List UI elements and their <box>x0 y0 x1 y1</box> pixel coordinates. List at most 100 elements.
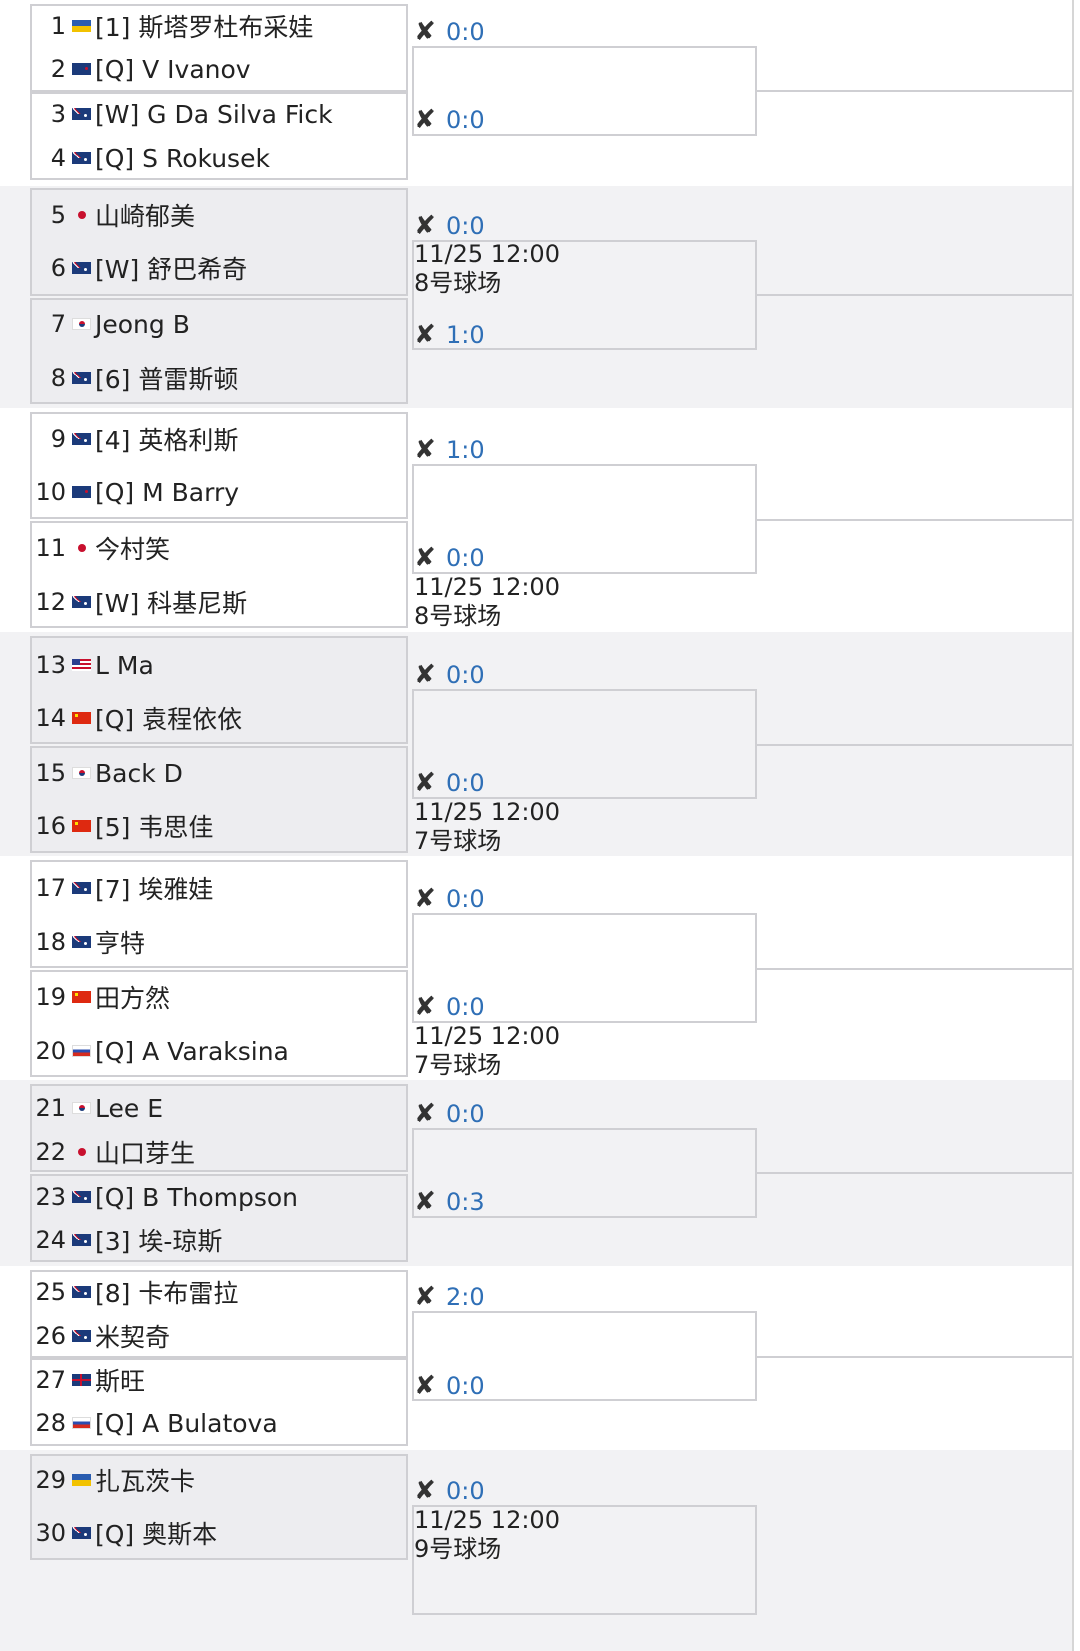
player-name[interactable]: [7] 埃雅娃 <box>95 875 214 904</box>
score-value[interactable]: 0:0 <box>446 1372 485 1400</box>
score-value[interactable]: 0:0 <box>446 1100 485 1128</box>
player-row[interactable]: 8[6] 普雷斯顿 <box>32 358 406 398</box>
score-value[interactable]: 0:3 <box>446 1188 485 1216</box>
player-name[interactable]: [Q] A Varaksina <box>95 1036 289 1066</box>
player-row[interactable]: 1[1] 斯塔罗杜布采娃 <box>32 6 406 46</box>
player-row[interactable]: 10[Q] M Barry <box>32 472 406 512</box>
match-score[interactable]: ✘0:0 <box>414 660 485 690</box>
player-row[interactable]: 16[5] 韦思佳 <box>32 806 406 846</box>
player-name[interactable]: [1] 斯塔罗杜布采娃 <box>95 13 314 42</box>
player-row[interactable]: 30[Q] 奥斯本 <box>32 1513 406 1553</box>
player-name[interactable]: 今村笑 <box>95 535 171 564</box>
player-name[interactable]: 斯旺 <box>95 1367 146 1396</box>
player-row[interactable]: 6[W] 舒巴希奇 <box>32 248 406 288</box>
player-name[interactable]: 田方然 <box>95 984 171 1013</box>
match-score[interactable]: ✘0:3 <box>414 1187 485 1217</box>
score-value[interactable]: 0:0 <box>446 18 485 46</box>
player-name[interactable]: [Q] B Thompson <box>95 1182 299 1212</box>
player-name[interactable]: [3] 埃-琼斯 <box>95 1227 223 1256</box>
match-score[interactable]: ✘0:0 <box>414 1099 485 1129</box>
match-box[interactable]: 9[4] 英格利斯 10[Q] M Barry <box>30 412 408 519</box>
match-score[interactable]: ✘0:0 <box>414 884 485 914</box>
score-value[interactable]: 0:0 <box>446 212 485 240</box>
player-name[interactable]: [Q] V Ivanov <box>95 54 251 84</box>
player-name[interactable]: [Q] 奥斯本 <box>95 1520 218 1549</box>
score-value[interactable]: 2:0 <box>446 1283 485 1311</box>
player-row[interactable]: 2[Q] V Ivanov <box>32 49 406 89</box>
match-score[interactable]: ✘1:0 <box>414 320 485 350</box>
player-name[interactable]: 山崎郁美 <box>95 202 196 231</box>
match-score[interactable]: ✘0:0 <box>414 768 485 798</box>
player-name[interactable]: Back D <box>95 758 183 788</box>
player-name[interactable]: Lee E <box>95 1093 163 1123</box>
score-value[interactable]: 0:0 <box>446 106 485 134</box>
player-row[interactable]: 3[W] G Da Silva Fick <box>32 94 406 134</box>
player-name[interactable]: [4] 英格利斯 <box>95 426 239 455</box>
match-score[interactable]: ✘1:0 <box>414 435 485 465</box>
player-name[interactable]: [6] 普雷斯顿 <box>95 365 239 394</box>
match-score[interactable]: ✘0:0 <box>414 992 485 1022</box>
score-value[interactable]: 0:0 <box>446 544 485 572</box>
player-name[interactable]: 亨特 <box>95 929 146 958</box>
match-score[interactable]: ✘0:0 <box>414 1371 485 1401</box>
player-row[interactable]: 24[3] 埃-琼斯 <box>32 1220 406 1260</box>
player-name[interactable]: 山口芽生 <box>95 1139 196 1168</box>
player-name[interactable]: L Ma <box>95 650 154 680</box>
score-value[interactable]: 1:0 <box>446 436 485 464</box>
match-score[interactable]: ✘2:0 <box>414 1282 485 1312</box>
player-row[interactable]: 12[W] 科基尼斯 <box>32 582 406 622</box>
player-row[interactable]: 20[Q] A Varaksina <box>32 1031 406 1071</box>
player-row[interactable]: 23[Q] B Thompson <box>32 1177 406 1217</box>
match-score[interactable]: ✘0:0 <box>414 105 485 135</box>
player-row[interactable]: 25[8] 卡布雷拉 <box>32 1272 406 1312</box>
player-name[interactable]: [Q] S Rokusek <box>95 143 270 173</box>
player-name[interactable]: [8] 卡布雷拉 <box>95 1279 239 1308</box>
player-row[interactable]: 17[7] 埃雅娃 <box>32 868 406 908</box>
player-name[interactable]: 米契奇 <box>95 1323 171 1352</box>
player-name[interactable]: [Q] 袁程依依 <box>95 705 243 734</box>
player-row[interactable]: 9[4] 英格利斯 <box>32 419 406 459</box>
player-row[interactable]: 28[Q] A Bulatova <box>32 1403 406 1443</box>
score-value[interactable]: 0:0 <box>446 1477 485 1505</box>
match-score[interactable]: ✘0:0 <box>414 211 485 241</box>
score-value[interactable]: 0:0 <box>446 993 485 1021</box>
player-name[interactable]: [W] 科基尼斯 <box>95 589 248 618</box>
player-row[interactable]: 14[Q] 袁程依依 <box>32 698 406 738</box>
player-name[interactable]: [5] 韦思佳 <box>95 813 214 842</box>
player-row[interactable]: 4[Q] S Rokusek <box>32 138 406 178</box>
player-name[interactable]: [Q] A Bulatova <box>95 1408 278 1438</box>
score-value[interactable]: 1:0 <box>446 321 485 349</box>
player-name[interactable]: [W] 舒巴希奇 <box>95 255 248 284</box>
match-score[interactable]: ✘0:0 <box>414 1476 485 1506</box>
score-value[interactable]: 0:0 <box>446 661 485 689</box>
player-name[interactable]: [Q] M Barry <box>95 477 240 507</box>
player-name[interactable]: Jeong B <box>95 309 190 339</box>
match-score[interactable]: ✘0:0 <box>414 543 485 573</box>
player-name[interactable]: 扎瓦茨卡 <box>95 1467 196 1496</box>
score-value[interactable]: 0:0 <box>446 885 485 913</box>
player-name[interactable]: [W] G Da Silva Fick <box>95 99 333 129</box>
